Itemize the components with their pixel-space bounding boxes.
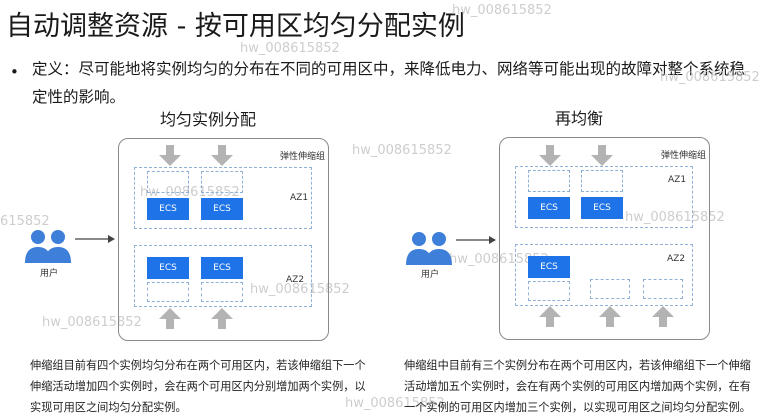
az1-zone	[134, 167, 312, 229]
az2-zone	[134, 245, 312, 307]
az1-label: AZ1	[290, 193, 309, 203]
empty-instance-slot	[590, 279, 630, 299]
scaling-group-box	[118, 138, 329, 341]
watermark: hw_008615852	[352, 143, 452, 158]
empty-instance-slot	[201, 282, 243, 302]
arrow-up-icon	[599, 306, 621, 327]
arrow-up-icon	[211, 308, 233, 329]
watermark: hw_008615852	[140, 185, 240, 200]
watermark: 615852	[0, 214, 50, 229]
empty-instance-slot	[147, 171, 189, 193]
watermark: hw_008615852	[449, 252, 549, 267]
right-caption: 伸缩组中目前有三个实例分布在两个可用区内，若该伸缩组下一个伸缩活动增加五个实例时…	[404, 359, 751, 414]
ecs-instance: ECS	[147, 257, 189, 279]
watermark: hw_008615852	[345, 396, 445, 411]
ecs-instance: ECS	[581, 197, 623, 219]
page-title: 自动调整资源 - 按可用区均匀分配实例	[6, 11, 465, 42]
user-icon	[406, 232, 452, 265]
empty-instance-slot	[643, 279, 683, 299]
scaling-group-label: 弹性伸缩组	[661, 151, 707, 161]
arrow-down-icon	[211, 145, 233, 166]
arrow-down-icon	[591, 145, 613, 166]
scaling-group-box	[499, 137, 710, 340]
empty-instance-slot	[147, 282, 189, 302]
az1-label: AZ1	[668, 175, 687, 185]
right-heading: 再均衡	[555, 109, 604, 128]
ecs-instance: ECS	[147, 198, 189, 220]
user-icon	[25, 230, 71, 263]
arrow-up-icon	[652, 306, 674, 327]
watermark: hw_008615852	[250, 282, 350, 297]
arrow-down-icon	[539, 145, 561, 166]
arrow-right-icon	[456, 236, 496, 244]
arrow-up-icon	[539, 306, 561, 327]
az2-zone	[515, 244, 693, 306]
user-label: 用户	[40, 269, 59, 279]
empty-instance-slot	[201, 171, 243, 193]
user-label: 用户	[421, 270, 440, 280]
watermark: hw_008615852	[625, 210, 725, 225]
empty-instance-slot	[581, 170, 623, 192]
empty-instance-slot	[528, 170, 570, 192]
definition-text: 定义：尽可能地将实例均匀的分布在不同的可用区中，来降低电力、网络等可能出现的故障…	[32, 60, 746, 106]
left-caption: 伸缩组目前有四个实例均匀分布在两个可用区内，若该伸缩组下一个伸缩活动增加四个实例…	[30, 359, 366, 414]
left-heading: 均匀实例分配	[160, 110, 257, 129]
arrow-right-icon	[75, 235, 115, 243]
empty-instance-slot	[528, 281, 570, 301]
az1-zone	[515, 166, 693, 228]
ecs-instance: ECS	[201, 198, 243, 220]
watermark: hw_008615852	[452, 3, 552, 18]
arrow-down-icon	[159, 145, 181, 166]
az2-label: AZ2	[286, 275, 305, 285]
ecs-instance: ECS	[528, 256, 570, 278]
watermark: hw_008615852	[240, 41, 340, 56]
arrow-up-icon	[159, 308, 181, 329]
ecs-instance: ECS	[528, 197, 570, 219]
watermark: hw_008615852	[42, 315, 142, 330]
bullet-point: •	[10, 63, 19, 81]
ecs-instance: ECS	[201, 257, 243, 279]
watermark: hw_008615852	[660, 70, 759, 85]
scaling-group-label: 弹性伸缩组	[280, 152, 326, 162]
az2-label: AZ2	[667, 254, 686, 264]
